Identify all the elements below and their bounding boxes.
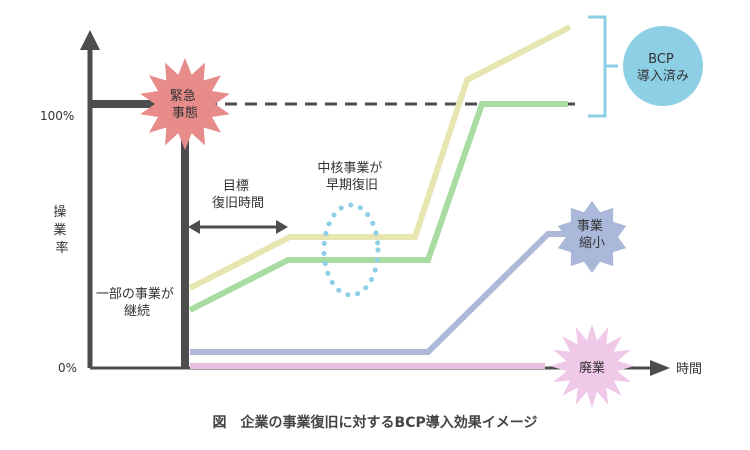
recovery-time-arrow-left-icon: [188, 220, 200, 234]
recovery-time-target-label: 目標 復旧時間: [212, 179, 264, 211]
core-business-label: 中核事業が 早期復旧: [317, 160, 386, 193]
bcp-circle: [623, 26, 703, 106]
y-axis-arrow-icon: [80, 30, 100, 50]
y-tick-0: 0%: [58, 361, 77, 375]
bcp-recovery-line: [188, 24, 572, 291]
downsize-label: 事業 縮小: [577, 218, 607, 251]
downsize-line: [190, 231, 582, 355]
figure-number: 図: [212, 415, 227, 431]
y-axis-label: 操 業 率: [53, 204, 70, 256]
core-business-recovery-line: [188, 101, 568, 313]
emergency-burst-icon: [140, 58, 230, 150]
recovery-time-arrow-right-icon: [276, 220, 288, 234]
figure-caption: 図企業の事業復旧に対するBCP導入効果イメージ: [0, 412, 750, 432]
x-axis-label: 時間: [676, 362, 702, 377]
bcp-label: BCP 導入済み: [637, 52, 689, 84]
abolish-label: 廃業: [579, 360, 605, 376]
emergency-label: 緊急 事態: [170, 89, 200, 121]
x-axis-arrow-icon: [650, 360, 670, 376]
downsize-burst-icon: [557, 201, 627, 273]
bcp-bracket: [588, 15, 607, 118]
y-tick-100: 100%: [40, 109, 74, 123]
dotted-ellipse-marker: [321, 202, 381, 298]
figure-title: 企業の事業復旧に対するBCP導入効果イメージ: [240, 415, 538, 431]
partial-continuation-label: 一部の事業が 継続: [96, 286, 178, 319]
abolish-burst-icon: [550, 324, 634, 408]
